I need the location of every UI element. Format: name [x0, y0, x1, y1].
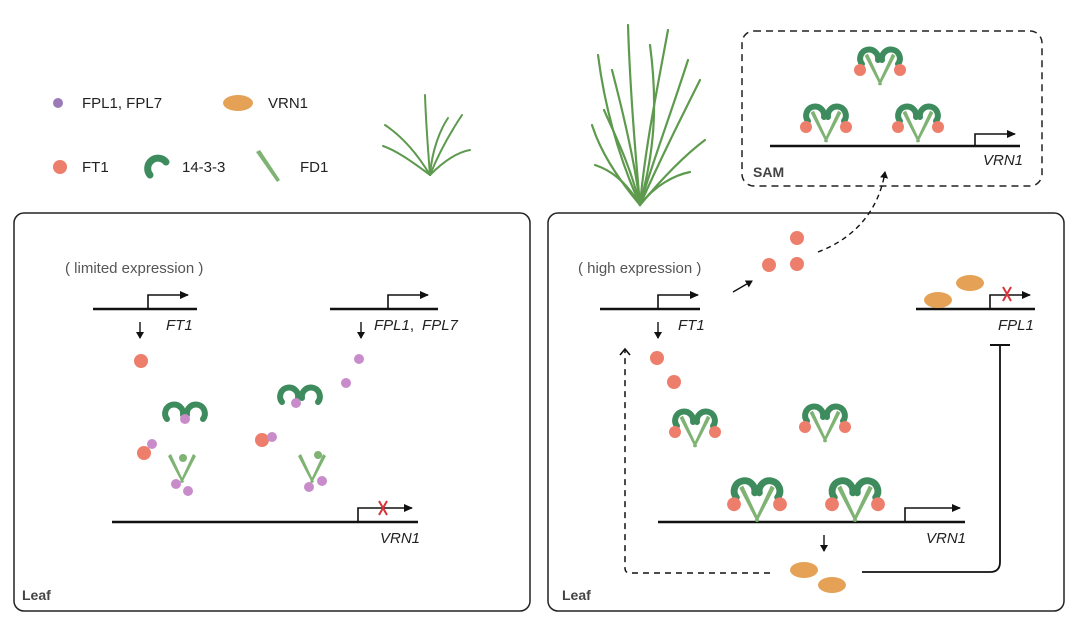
legend-fd1-label: FD1 — [300, 159, 328, 176]
left-expression-note: ( limited expression ) — [65, 260, 203, 277]
right-fpl1-promoter-arrow — [989, 291, 1031, 309]
left-ft1-promoter-arrow — [147, 291, 189, 309]
right-panel-frame — [547, 212, 1065, 612]
left-vrn1-gene-label: VRN1 — [380, 530, 420, 547]
legend: FPL1, FPL7 VRN1 FT1 14-3-3 FD1 — [53, 95, 328, 182]
right-vrn1-protein — [790, 562, 818, 578]
right-vrn1-promoter-arrow — [904, 504, 961, 522]
left-1433-dimer — [280, 388, 320, 402]
left-panel-tag: Leaf — [22, 587, 51, 603]
legend-fpl-label: FPL1, FPL7 — [82, 95, 162, 112]
left-ft1-protein — [137, 446, 151, 460]
legend-1433-label: 14-3-3 — [182, 159, 225, 176]
left-fd1-tip — [314, 451, 322, 459]
right-vrn1-gene-label: VRN1 — [926, 530, 966, 547]
right-ft1-mobile-protein — [762, 258, 776, 272]
left-fpl-bound-1433 — [291, 398, 301, 408]
right-fpl1-repressed-mark — [1002, 286, 1012, 302]
right-vrn1-protein — [818, 577, 846, 593]
right-vrn1-activates-ft1-arrow — [619, 347, 770, 574]
sam-panel: SAM VRN1 — [741, 30, 1043, 187]
right-ft1-to-sam-arrow — [817, 171, 888, 253]
left-fpl-bound-fd1 — [171, 479, 181, 489]
right-leaf-panel: Leaf ( high expression ) FT1 FPL1 — [547, 171, 1065, 612]
sam-promoter-complex — [892, 107, 944, 143]
legend-vrn1-marker — [223, 95, 253, 111]
left-fpl7-name: FPL7 — [422, 317, 459, 334]
sam-floating-complex — [854, 50, 906, 86]
legend-1433-marker — [144, 154, 170, 179]
left-fpl-separator: , — [410, 317, 414, 334]
legend-ft1-marker — [53, 160, 67, 174]
right-ft1-protein — [667, 375, 681, 389]
left-fpl-promoter-arrow — [387, 291, 429, 309]
right-ft1-gene-label: FT1 — [678, 317, 705, 334]
seedling-illustration — [382, 94, 471, 176]
right-promoter-complex — [727, 481, 787, 522]
left-vrn1-promoter-arrow — [357, 504, 413, 522]
right-promoter-complex — [825, 481, 885, 522]
right-free-complex — [669, 412, 721, 448]
right-vrn1-bound-protein — [924, 292, 952, 308]
left-fpl-bound-1433 — [180, 414, 190, 424]
sam-panel-tag: SAM — [753, 164, 784, 180]
left-fpl-bound-fd1 — [304, 482, 314, 492]
right-vrn1-represses-fpl1-line — [862, 346, 1001, 573]
left-fpl1-name: FPL1 — [374, 317, 410, 334]
legend-fpl-marker — [53, 98, 63, 108]
left-fd1-tip — [179, 454, 187, 462]
sam-panel-frame — [741, 30, 1043, 187]
legend-ft1-label: FT1 — [82, 159, 109, 176]
left-ft1-protein — [134, 354, 148, 368]
left-leaf-panel: Leaf ( limited expression ) FT1 FPL1,FPL… — [13, 212, 531, 612]
left-panel-frame — [13, 212, 531, 612]
sam-vrn1-promoter-arrow — [974, 130, 1016, 146]
wheat-plant-illustration — [590, 23, 707, 207]
right-ft1-protein — [650, 351, 664, 365]
right-ft1-promoter-arrow — [657, 291, 699, 309]
right-ft1-export-arrow — [732, 280, 753, 293]
right-ft1-mobile-protein — [790, 257, 804, 271]
left-fpl-bound-ft1 — [267, 432, 277, 442]
left-fpl-bound-fd1 — [317, 476, 327, 486]
right-panel-tag: Leaf — [562, 587, 591, 603]
right-vrn1-bound-protein — [956, 275, 984, 291]
left-vrn1-repressed-mark — [378, 500, 388, 516]
right-fpl1-gene-label: FPL1 — [998, 317, 1034, 334]
left-fpl-bound-ft1 — [147, 439, 157, 449]
sam-promoter-complex — [800, 107, 852, 143]
right-expression-note: ( high expression ) — [578, 260, 701, 277]
left-fpl-bound-fd1 — [183, 486, 193, 496]
left-fpl-protein — [341, 378, 351, 388]
left-fpl-protein — [354, 354, 364, 364]
legend-fd1-marker — [256, 150, 280, 182]
left-ft1-gene-label: FT1 — [166, 317, 193, 334]
right-ft1-mobile-protein — [790, 231, 804, 245]
left-fpl-gene-label: FPL1, FPL7 — [374, 317, 459, 334]
legend-vrn1-label: VRN1 — [268, 95, 308, 112]
left-ft1-protein — [255, 433, 269, 447]
right-free-complex — [799, 407, 851, 443]
sam-vrn1-gene-label: VRN1 — [983, 152, 1023, 169]
